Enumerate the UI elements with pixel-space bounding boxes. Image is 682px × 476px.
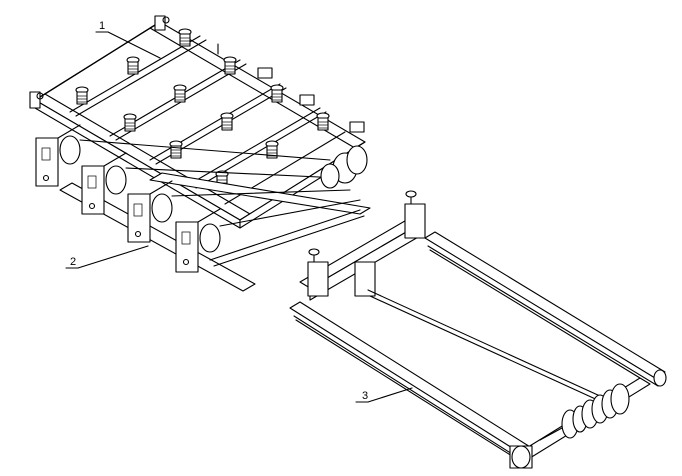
spring-posts [75,28,330,189]
callout-2-label: 2 [70,256,76,268]
spring-post [126,56,140,75]
callout-3: 3 [355,387,413,403]
spring-post [75,86,89,105]
end-cylinder [509,445,533,469]
spool [539,383,630,441]
spring-post [178,28,192,47]
callout-2: 2 [65,245,149,269]
bracket-unit [175,208,221,273]
adjust-knob [308,248,320,263]
callout-1: 1 [95,20,161,59]
bracket-unit [35,124,81,187]
bracket-unit [81,152,127,215]
spring-post [123,113,137,132]
bracket-unit [127,180,173,243]
spring-post [265,140,279,159]
spring-post [270,84,284,103]
spring-post [223,56,237,75]
adjust-knob [405,190,417,205]
roller-bracket-assembly [35,124,371,292]
callout-3-label: 3 [362,390,368,402]
spring-post [169,140,183,159]
spring-post [173,84,187,103]
spring-post [316,112,330,131]
spring-post [220,112,234,131]
callout-1-label: 1 [99,20,105,32]
rollers [79,139,368,227]
rail-carriage-assembly [289,190,667,469]
